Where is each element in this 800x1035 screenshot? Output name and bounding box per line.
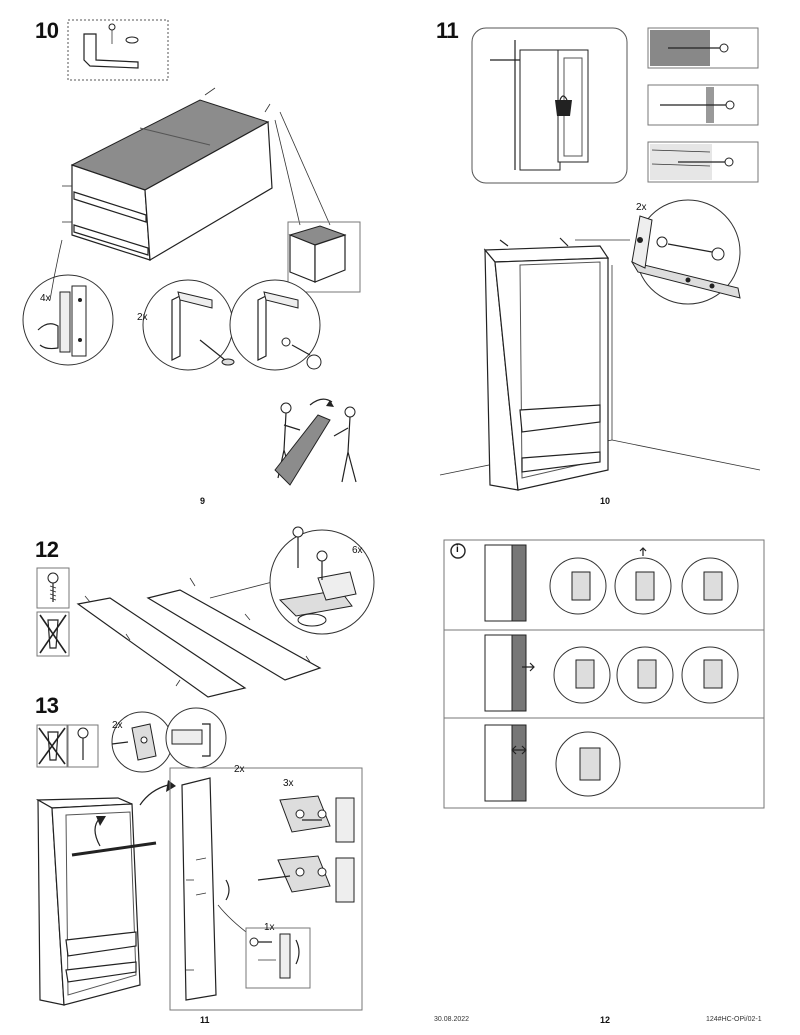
footer-date: 30.08.2022: [434, 1016, 470, 1023]
step11-wall-type-wood: [647, 141, 759, 183]
step10-hand-detail: [22, 239, 114, 366]
step13-rail-detail: [111, 707, 227, 773]
step11-wall-type-solid: [647, 27, 759, 69]
step13-screw-no-box: [36, 724, 68, 768]
step11-wall-type-hollow: [647, 84, 759, 126]
quantity-1x: 1x: [264, 922, 275, 933]
page-number-10: 10: [600, 496, 611, 506]
step12-doors: [76, 577, 322, 698]
info-row3: [484, 724, 621, 802]
info-icon: i: [456, 544, 459, 555]
step-number-13: 13: [35, 693, 59, 718]
step11-bracket-detail: [630, 199, 741, 305]
step10-parts-box: [67, 19, 169, 81]
page-number-9: 9: [200, 496, 206, 506]
quantity-2x-step10: 2x: [137, 312, 148, 323]
step10-bracket-detail-b: [229, 279, 322, 371]
step13-wardrobe: [35, 780, 176, 1006]
step13-screw-yes-box: [67, 724, 99, 768]
footer-doc-code: 124#HC-OPi/02-1: [706, 1016, 762, 1023]
step11-wall-detail: [471, 27, 628, 184]
step10-people-lifting: [274, 398, 357, 486]
info-row1: [484, 544, 739, 622]
quantity-3x: 3x: [283, 778, 294, 789]
quantity-2x-step11: 2x: [636, 202, 647, 213]
step12-screw-yes-box: [36, 567, 70, 609]
step-number-11: 11: [436, 18, 459, 43]
step12-screw-no-box: [36, 611, 70, 657]
step10-cabinet-on-side: [62, 87, 331, 262]
info-row2: [484, 634, 739, 712]
step-number-12: 12: [35, 537, 59, 562]
quantity-2x-step13-door: 2x: [234, 764, 245, 775]
quantity-4x: 4x: [40, 293, 51, 304]
page-number-11: 11: [200, 1015, 210, 1025]
step12-hinge-detail: [269, 526, 375, 635]
step-number-10: 10: [35, 18, 59, 43]
step13-hinge-adjust-detail: [245, 795, 355, 989]
step11-wardrobe: [439, 237, 761, 491]
step13-door-panel-box: [169, 767, 363, 1011]
quantity-6x: 6x: [352, 545, 363, 556]
page-number-12: 12: [600, 1015, 611, 1025]
step10-bracket-detail-a: [142, 279, 235, 371]
step10-corner-detail: [287, 221, 361, 293]
quantity-2x-step13-detail: 2x: [112, 720, 123, 731]
